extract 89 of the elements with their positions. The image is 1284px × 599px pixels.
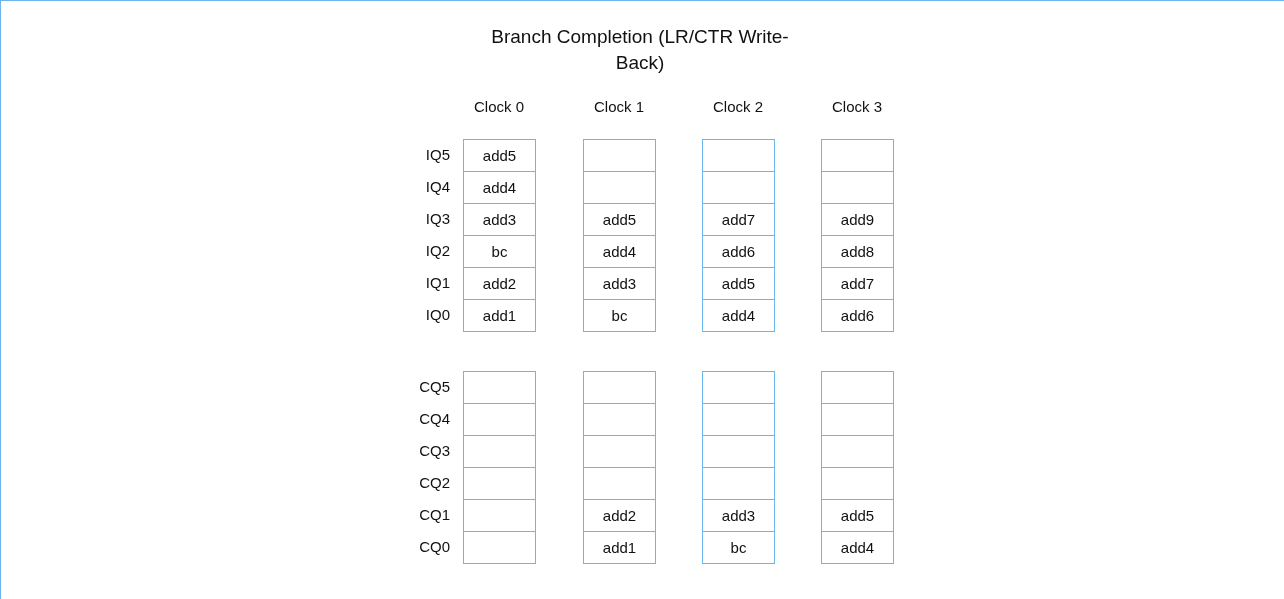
instruction-text: bc	[730, 539, 747, 556]
empty-cell	[821, 435, 894, 468]
empty-cell	[821, 403, 894, 436]
row-label: CQ2	[418, 473, 450, 493]
queue-cell	[821, 235, 894, 268]
queue-cell	[583, 499, 656, 532]
row-label: IQ4	[424, 177, 450, 197]
queue-cell	[583, 267, 656, 300]
instruction-text: add3	[482, 211, 517, 228]
instruction-text: add4	[840, 539, 875, 556]
instruction-text: add5	[721, 275, 756, 292]
instruction-text: add6	[721, 243, 756, 260]
instruction-text: add4	[602, 243, 637, 260]
instruction-text: add3	[721, 507, 756, 524]
instruction-text: add7	[721, 211, 756, 228]
queue-cell	[821, 531, 894, 564]
empty-cell	[583, 403, 656, 436]
instruction-text: add1	[602, 539, 637, 556]
queue-cell	[702, 203, 775, 236]
empty-cell	[821, 467, 894, 500]
queue-cell	[702, 267, 775, 300]
row-label: CQ4	[418, 409, 450, 429]
queue-cell	[583, 235, 656, 268]
instruction-text: add9	[840, 211, 875, 228]
instruction-text: add2	[482, 275, 517, 292]
empty-cell	[583, 435, 656, 468]
queue-cell	[702, 531, 775, 564]
empty-cell	[821, 371, 894, 404]
instruction-text: add8	[840, 243, 875, 260]
instruction-text: add5	[840, 507, 875, 524]
queue-cell	[821, 299, 894, 332]
instruction-text: add7	[840, 275, 875, 292]
instruction-text: add5	[602, 211, 637, 228]
queue-cell	[821, 499, 894, 532]
queue-cell	[702, 235, 775, 268]
queue-cell	[463, 203, 536, 236]
queue-cell	[821, 203, 894, 236]
instruction-text: add6	[840, 307, 875, 324]
row-label: IQ3	[424, 209, 450, 229]
column-header: Clock 3	[831, 98, 883, 115]
instruction-text: bc	[611, 307, 628, 324]
empty-cell	[821, 139, 894, 172]
queue-cell	[583, 531, 656, 564]
instruction-text: add5	[482, 147, 517, 164]
queue-cell	[702, 499, 775, 532]
empty-cell	[702, 467, 775, 500]
instruction-text: add4	[721, 307, 756, 324]
empty-cell	[463, 371, 536, 404]
queue-cell	[463, 171, 536, 204]
empty-cell	[702, 403, 775, 436]
queue-cell	[463, 267, 536, 300]
row-label: IQ5	[424, 145, 450, 165]
queue-cell	[463, 235, 536, 268]
empty-cell	[463, 467, 536, 500]
row-label: IQ0	[424, 305, 450, 325]
diagram-title: Branch Completion (LR/CTR Write-Back)	[490, 25, 790, 75]
empty-cell	[702, 171, 775, 204]
row-label: CQ0	[418, 537, 450, 557]
empty-cell	[463, 499, 536, 532]
row-label: CQ3	[418, 441, 450, 461]
instruction-text: add3	[602, 275, 637, 292]
instruction-text: add4	[482, 179, 517, 196]
queue-cell	[702, 299, 775, 332]
empty-cell	[583, 371, 656, 404]
row-label: IQ1	[424, 273, 450, 293]
empty-cell	[821, 171, 894, 204]
instruction-text: add2	[602, 507, 637, 524]
empty-cell	[702, 435, 775, 468]
empty-cell	[583, 467, 656, 500]
empty-cell	[463, 403, 536, 436]
instruction-text: bc	[491, 243, 508, 260]
empty-cell	[702, 371, 775, 404]
queue-cell	[583, 299, 656, 332]
empty-cell	[463, 435, 536, 468]
empty-cell	[702, 139, 775, 172]
empty-cell	[583, 139, 656, 172]
row-label: CQ1	[418, 505, 450, 525]
column-header: Clock 2	[712, 98, 764, 115]
queue-cell	[821, 267, 894, 300]
empty-cell	[583, 171, 656, 204]
column-header: Clock 1	[593, 98, 645, 115]
row-label: CQ5	[418, 377, 450, 397]
column-header: Clock 0	[473, 98, 525, 115]
instruction-text: add1	[482, 307, 517, 324]
empty-cell	[463, 531, 536, 564]
queue-cell	[583, 203, 656, 236]
row-label: IQ2	[424, 241, 450, 261]
queue-cell	[463, 139, 536, 172]
queue-cell	[463, 299, 536, 332]
